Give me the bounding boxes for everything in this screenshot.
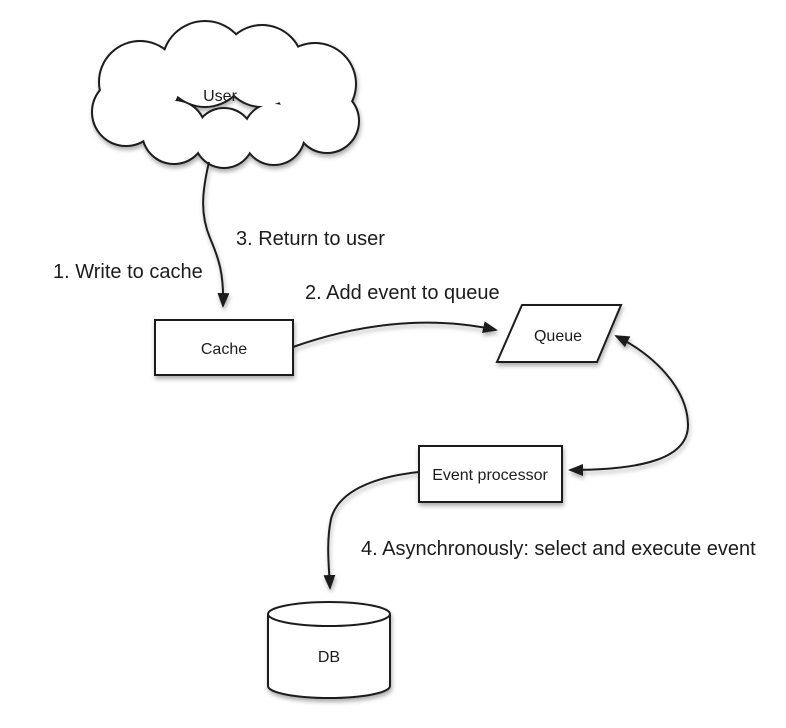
queue-node (495, 304, 623, 363)
edge-cache-to-queue (292, 321, 498, 348)
annotation-step-2: 2. Add event to queue (305, 282, 500, 304)
edge-queue-event-processor (568, 335, 690, 476)
edge-event-processor-to-db (323, 471, 420, 590)
user-cloud-node (91, 20, 360, 169)
user-node-label: User (203, 88, 237, 105)
db-node (267, 600, 391, 700)
annotation-step-4: 4. Asynchronously: select and execute ev… (361, 538, 756, 560)
event-processor-node (418, 445, 563, 503)
event-processor-node-label: Event processor (432, 467, 548, 484)
edge-user-to-cache (202, 161, 230, 308)
queue-node-label: Queue (534, 328, 582, 345)
cache-node-label: Cache (201, 341, 247, 358)
cache-node (154, 319, 294, 376)
annotation-step-3: 3. Return to user (236, 228, 385, 250)
annotation-step-1: 1. Write to cache (53, 261, 203, 283)
db-node-label: DB (318, 649, 340, 666)
db-cylinder-rim (267, 613, 391, 628)
